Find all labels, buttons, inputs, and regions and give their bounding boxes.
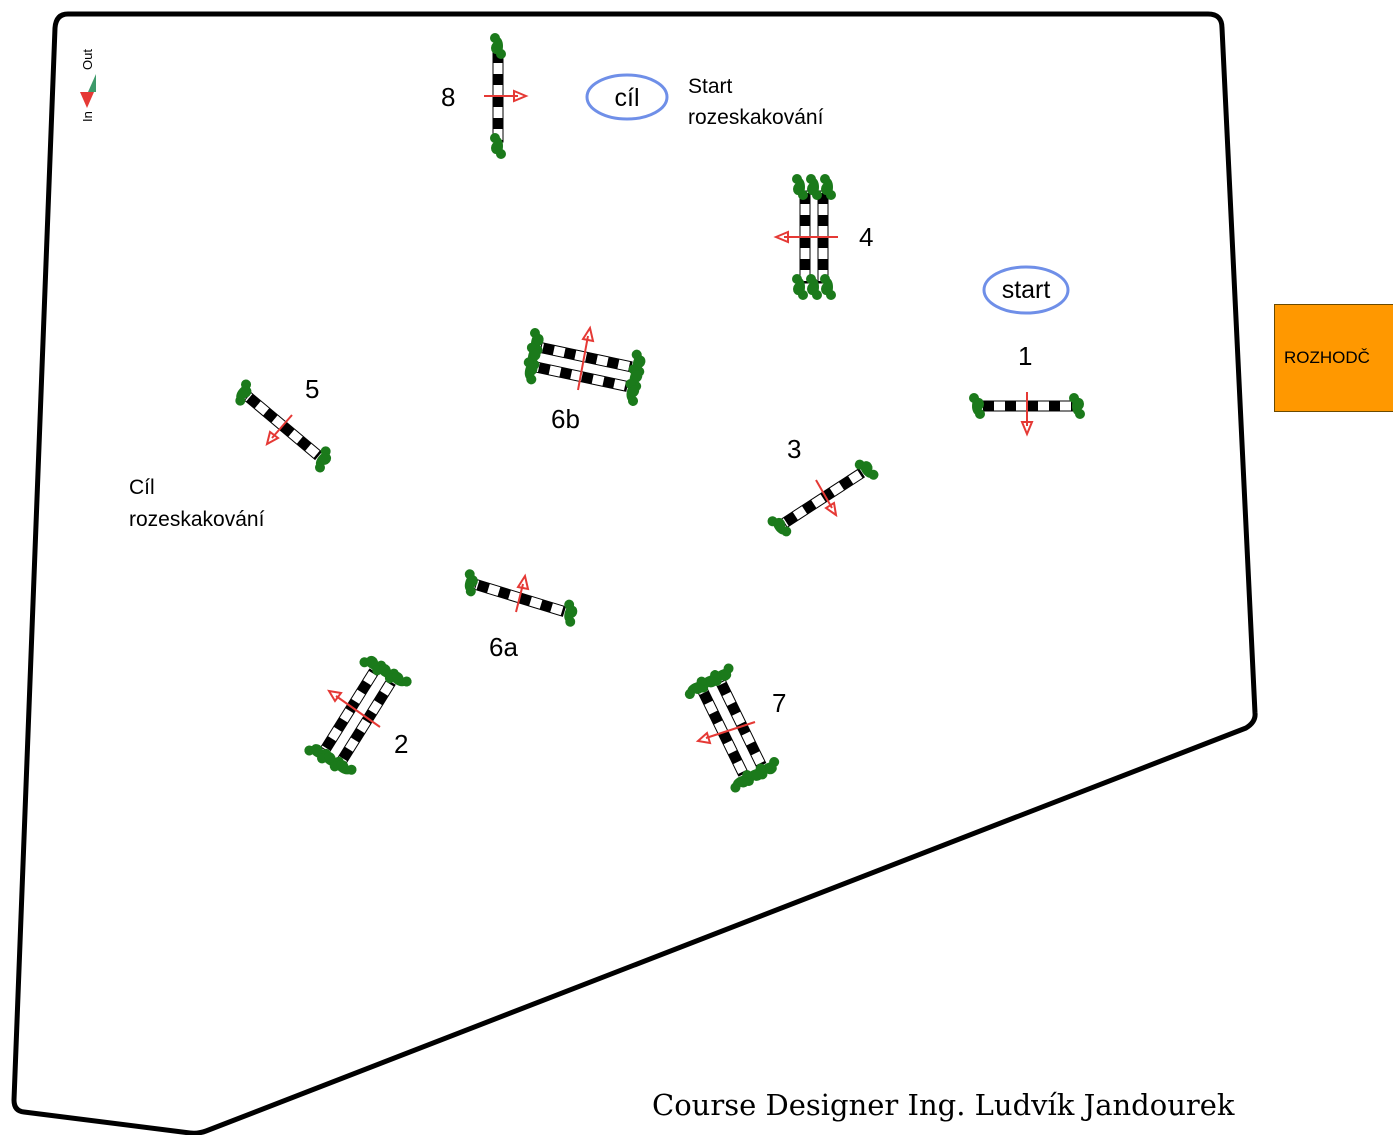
direction-arrow-6a	[515, 573, 530, 613]
jumpoff-start-line2: rozeskakování	[688, 106, 824, 129]
finish-label: cíl	[615, 84, 640, 112]
fence-number-3: 3	[787, 434, 801, 464]
jumpoff-finish-line1: Cíl	[129, 476, 155, 499]
fence-7	[680, 661, 784, 795]
judge-box-label: ROZHODČ	[1284, 348, 1370, 367]
fence-number-1: 1	[1018, 341, 1032, 371]
start-oval: start	[982, 265, 1070, 315]
in-label: In	[80, 111, 95, 122]
fence-number-7: 7	[772, 688, 786, 718]
start-label: start	[1002, 276, 1051, 304]
direction-arrow-6b	[577, 325, 595, 391]
course-designer-credit: Course Designer Ing. Ludvík Jandourek	[652, 1088, 1235, 1122]
fence-number-8: 8	[441, 82, 455, 112]
direction-arrow-2	[327, 689, 381, 728]
fence-number-5: 5	[305, 374, 319, 404]
fence-3	[765, 454, 881, 542]
fence-number-2: 2	[394, 729, 408, 759]
direction-arrow-8	[484, 89, 529, 103]
jumpoff-start-line1: Start	[688, 75, 733, 98]
direction-arrow-7	[695, 721, 756, 745]
fence-2	[302, 650, 414, 782]
fence-number-6b: 6b	[551, 404, 580, 434]
judge-box: ROZHODČ	[1274, 304, 1393, 412]
fence-number-6a: 6a	[489, 632, 518, 662]
direction-arrow-1	[1020, 392, 1034, 437]
direction-arrow-5	[265, 414, 293, 446]
out-arrow-icon	[88, 74, 96, 92]
direction-arrow-4	[773, 230, 838, 244]
fence-6b	[519, 327, 649, 407]
out-label: Out	[80, 49, 95, 70]
arena-outline	[11, 11, 1258, 1135]
direction-arrow-3	[815, 479, 838, 518]
in-arrow-icon	[80, 92, 94, 108]
finish-oval: cíl	[585, 73, 669, 121]
jumpoff-finish-line2: rozeskakování	[129, 508, 265, 531]
fence-number-4: 4	[859, 222, 873, 252]
in-out-marker: In Out	[80, 49, 96, 122]
